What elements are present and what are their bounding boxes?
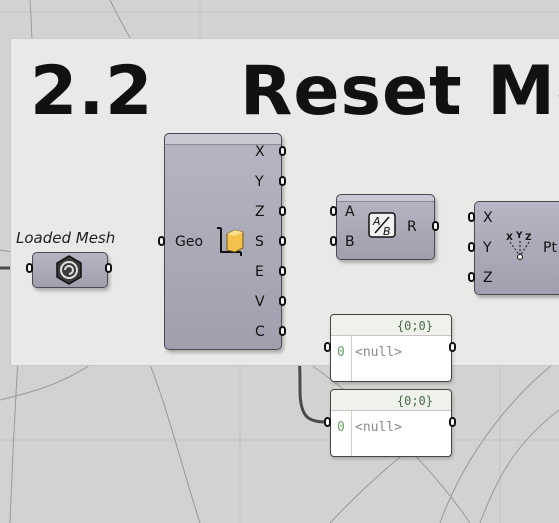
panel-2-output-grip[interactable] <box>449 417 456 427</box>
construct-point-input-y: Y <box>483 240 492 256</box>
panel-2-input-grip[interactable] <box>324 417 331 427</box>
mesh-param-output-grip[interactable] <box>105 263 112 273</box>
division-output-grip-r[interactable] <box>432 221 439 231</box>
deconstruct-output-grip-s[interactable] <box>279 236 286 246</box>
deconstruct-output-y: Y <box>255 174 264 190</box>
construct-point-input-grip-z[interactable] <box>468 272 475 282</box>
division-icon: A B <box>367 211 397 239</box>
group-title-number: 2.2 <box>30 52 154 131</box>
panel-2-index: 0 <box>337 420 345 435</box>
division-output-r: R <box>407 219 417 235</box>
deconstruct-input-grip-geo[interactable] <box>158 236 165 246</box>
svg-text:A: A <box>372 215 381 228</box>
deconstruct-output-x: X <box>255 144 265 160</box>
deconstruct-input-geo: Geo <box>175 234 204 250</box>
construct-point-icon: X Y Z <box>503 228 537 262</box>
construct-point-input-grip-x[interactable] <box>468 212 475 222</box>
mesh-param-icon <box>53 254 85 286</box>
svg-text:X: X <box>506 233 513 243</box>
deconstruct-output-z: Z <box>255 204 265 220</box>
deconstruct-output-grip-c[interactable] <box>279 326 286 336</box>
deconstruct-output-v: V <box>255 294 265 310</box>
construct-point-output-pt: Pt <box>543 240 557 256</box>
construct-point-component[interactable]: X Y Z X Y Z Pt <box>474 201 559 295</box>
division-input-a: A <box>345 204 355 220</box>
panel-2-value: <null> <box>355 420 402 435</box>
deconstruct-box-icon <box>215 224 247 258</box>
construct-point-input-x: X <box>483 210 493 226</box>
division-input-grip-a[interactable] <box>330 206 337 216</box>
construct-point-input-z: Z <box>483 270 493 286</box>
deconstruct-output-grip-y[interactable] <box>279 176 286 186</box>
division-input-grip-b[interactable] <box>330 236 337 246</box>
panel-1-input-grip[interactable] <box>324 342 331 352</box>
construct-point-input-grip-y[interactable] <box>468 242 475 252</box>
svg-text:Y: Y <box>515 231 523 241</box>
mesh-param-component[interactable] <box>32 252 108 288</box>
deconstruct-output-grip-x[interactable] <box>279 146 286 156</box>
panel-1-index: 0 <box>337 345 345 360</box>
deconstruct-output-grip-e[interactable] <box>279 266 286 276</box>
group-title-text: Reset Me <box>240 52 559 131</box>
group-panel[interactable] <box>10 38 559 366</box>
deconstruct-output-grip-z[interactable] <box>279 206 286 216</box>
mesh-param-label: Loaded Mesh <box>16 229 116 247</box>
svg-text:Z: Z <box>525 233 532 243</box>
panel-1-output-grip[interactable] <box>449 342 456 352</box>
panel-2-path: {0;0} <box>396 394 433 408</box>
division-component[interactable]: A B A B R <box>336 194 435 260</box>
deconstruct-output-e: E <box>255 264 264 280</box>
deconstruct-output-grip-v[interactable] <box>279 296 286 306</box>
panel-1-path: {0;0} <box>396 319 433 333</box>
deconstruct-output-s: S <box>255 234 264 250</box>
panel-1[interactable]: {0;0} 0 <null> <box>330 314 452 382</box>
mesh-param-input-grip[interactable] <box>26 263 33 273</box>
deconstruct-output-c: C <box>255 324 265 340</box>
division-input-b: B <box>345 234 355 250</box>
svg-text:B: B <box>383 225 391 238</box>
panel-1-value: <null> <box>355 345 402 360</box>
deconstruct-component[interactable]: Geo X Y Z S E V C <box>164 133 282 350</box>
panel-2[interactable]: {0;0} 0 <null> <box>330 389 452 457</box>
